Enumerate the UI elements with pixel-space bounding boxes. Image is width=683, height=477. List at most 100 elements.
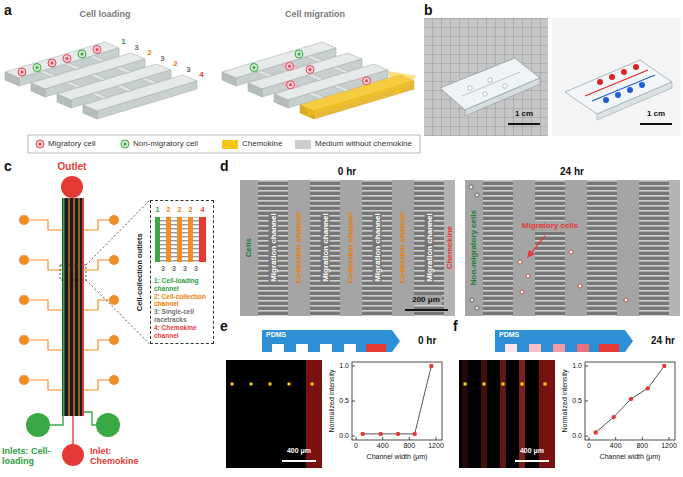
loading-illustration-part bbox=[141, 78, 158, 85]
migration-illustration-part bbox=[363, 77, 371, 85]
legend-frame-part bbox=[121, 140, 129, 148]
inset-text: 2: Cell-collection channel bbox=[154, 293, 210, 309]
profile-panel-f-part bbox=[500, 360, 506, 468]
panel-letter: e bbox=[220, 318, 228, 334]
legend-text: Chemokine bbox=[242, 139, 282, 148]
loading-illustration-part bbox=[64, 63, 81, 70]
profile-panel-e-part bbox=[262, 330, 400, 352]
chip-schematic-part bbox=[62, 444, 84, 466]
micrograph-part bbox=[475, 193, 479, 197]
chip-photo-part bbox=[639, 82, 645, 88]
legend-frame bbox=[28, 135, 420, 153]
micrograph-part bbox=[527, 250, 535, 258]
chip-schematic-part bbox=[82, 198, 84, 416]
tick-label: 1.0 bbox=[572, 362, 582, 370]
migration-illustration-part bbox=[308, 93, 325, 100]
cell-label: Migratory cells bbox=[520, 221, 580, 230]
micrograph-part bbox=[465, 180, 680, 316]
chip-photo-part bbox=[621, 69, 627, 75]
chip-schematic-part bbox=[193, 217, 199, 262]
migration-illustration-part bbox=[287, 81, 295, 89]
loading-illustration-part bbox=[115, 67, 132, 74]
profile-panel-e-part bbox=[379, 432, 383, 436]
micrograph-part bbox=[469, 185, 473, 189]
micrograph-part bbox=[569, 250, 573, 254]
profile-panel-f-part bbox=[553, 344, 565, 352]
port-label: Outlet bbox=[58, 161, 87, 173]
profile-panel-f-part bbox=[544, 383, 547, 386]
chip-photo-part bbox=[424, 18, 548, 136]
migration-illustration-part bbox=[282, 82, 299, 89]
chip-schematic-part bbox=[84, 220, 109, 390]
micrograph-part bbox=[578, 284, 582, 288]
chip-schematic-part bbox=[155, 217, 160, 262]
micrograph-part bbox=[362, 180, 392, 316]
profile-panel-e-part bbox=[282, 460, 316, 462]
tick-label: 1.0 bbox=[339, 362, 349, 370]
migration-illustration-part bbox=[286, 62, 294, 70]
profile-panel-f-part bbox=[505, 344, 517, 352]
axis-title: Channel width (μm) bbox=[367, 453, 428, 461]
migration-illustration-part bbox=[250, 64, 258, 72]
callout-number: 2 bbox=[167, 206, 171, 214]
profile-panel-f-part bbox=[599, 344, 619, 352]
port-label: Inlet: Chemokine bbox=[90, 446, 162, 467]
micrograph-part bbox=[587, 180, 617, 316]
chip-photo-part bbox=[585, 70, 648, 96]
port-label: Inlets: Cell-loading bbox=[2, 446, 60, 467]
legend-swatch bbox=[295, 140, 311, 149]
callout-number: 2 bbox=[178, 206, 182, 214]
micrograph-part bbox=[405, 309, 448, 311]
micrograph-part bbox=[258, 180, 288, 316]
profile-panel-f-part bbox=[521, 383, 524, 386]
profile-panel-f-part bbox=[515, 460, 549, 462]
tick-label: 0.0 bbox=[339, 432, 349, 440]
chip-schematic-part bbox=[29, 220, 62, 390]
micrograph-part bbox=[518, 260, 522, 264]
profile-panel-f bbox=[459, 330, 675, 468]
chip-photo-part bbox=[468, 86, 472, 90]
migration-illustration-part bbox=[358, 78, 375, 85]
migration-illustration-part bbox=[332, 67, 349, 74]
profile-panel-e-part bbox=[269, 383, 272, 386]
micrograph-part bbox=[240, 180, 455, 316]
channel-label: Migration channel bbox=[372, 212, 381, 284]
chip-photo-part bbox=[627, 87, 633, 93]
chip-photo-part bbox=[640, 123, 672, 125]
profile-panel-e-part bbox=[311, 383, 314, 386]
chip-schematic-part bbox=[62, 198, 84, 416]
time-label: 0 hr bbox=[338, 166, 356, 178]
profile-panel-e-part bbox=[396, 432, 400, 436]
migration-illustration-part bbox=[304, 71, 417, 116]
profile-panel-e-part bbox=[231, 383, 234, 386]
chip-photo-part bbox=[552, 18, 681, 136]
profile-panel-e-part bbox=[429, 364, 433, 368]
tick-label: 0.5 bbox=[339, 397, 349, 405]
loading-illustration-part bbox=[65, 82, 82, 89]
channel-label: Collection channel bbox=[398, 212, 407, 283]
chip-schematic-part bbox=[19, 375, 29, 385]
profile-panel-f-part bbox=[502, 383, 505, 386]
micrograph-part bbox=[639, 180, 669, 316]
callout-number: 1 bbox=[156, 206, 160, 214]
channel-label: Chemokine bbox=[445, 226, 454, 269]
callout-number: 3 bbox=[183, 265, 187, 273]
micrograph-part bbox=[669, 180, 680, 316]
profile-panel-f-part bbox=[646, 386, 650, 390]
chip-schematic-part bbox=[60, 265, 86, 280]
micrograph-part bbox=[624, 298, 628, 302]
chip-schematic-part bbox=[63, 198, 65, 416]
loading-illustration-part bbox=[33, 64, 41, 72]
chip-photo-part bbox=[597, 82, 672, 120]
profile-panel-e-part bbox=[363, 366, 432, 434]
chip-schematic-part bbox=[73, 198, 74, 416]
profile-panel-f-part bbox=[612, 415, 616, 419]
profile-panel-e-part bbox=[366, 344, 386, 352]
chip-schematic-part bbox=[19, 255, 29, 265]
legend-inset: 1: Cell-loading channel2: Cell-collectio… bbox=[150, 200, 214, 344]
chip-schematic-part bbox=[109, 215, 119, 225]
tick-label: 1200 bbox=[661, 442, 677, 450]
port-label: Cell-collection outlets bbox=[136, 233, 145, 311]
